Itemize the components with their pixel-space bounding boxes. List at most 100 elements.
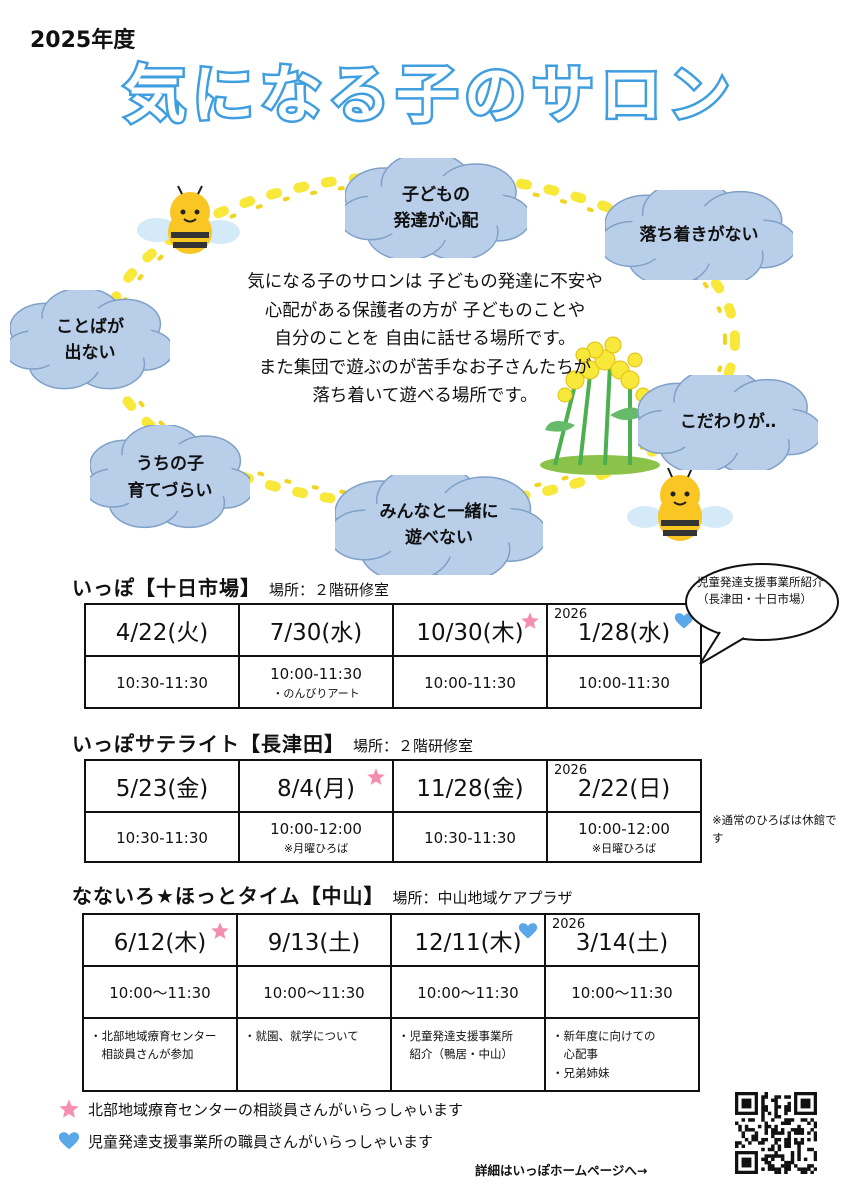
concern-cloud: こだわりが‥ xyxy=(638,375,818,470)
time-cell: 10:30-11:30 xyxy=(392,811,548,863)
concern-cloud: 子どもの 発達が心配 xyxy=(345,158,527,258)
side-note: ※通常のひろばは休館です xyxy=(712,813,837,845)
time-cell: 10:00～11:30 xyxy=(544,965,700,1019)
session-date: 8/4(月) xyxy=(277,776,355,802)
time-cell: 10:30-11:30 xyxy=(84,655,240,709)
session-date: 12/11(木) xyxy=(414,930,522,956)
session-time: 10:00～11:30 xyxy=(263,983,365,1002)
date-cell: 6/12(木) xyxy=(82,913,238,967)
section-place: 場所：２階研修室 xyxy=(269,581,390,599)
session-time: 10:00～11:30 xyxy=(109,983,211,1002)
cloud-shape xyxy=(345,158,527,258)
date-cell: 12/11(木) xyxy=(390,913,546,967)
qr-code[interactable] xyxy=(735,1092,817,1174)
homepage-link-text[interactable]: 詳細はいっぽホームページへ→ xyxy=(475,1163,648,1178)
year-label: 2026 xyxy=(552,917,586,932)
cloud-shape xyxy=(90,425,250,529)
section-title-satellite: いっぽサテライト【長津田】場所：２階研修室 xyxy=(72,728,473,757)
intro-line: 気になる子のサロンは 子どもの発達に不安や xyxy=(247,272,603,292)
rapeseed-flower-illustration xyxy=(540,336,660,475)
legend-star: 北部地域療育センターの相談員さんがいらっしゃいます xyxy=(58,1098,463,1120)
session-date: 9/13(土) xyxy=(267,930,361,956)
time-cell: 10:00～11:30 xyxy=(82,965,238,1019)
cloud-shape xyxy=(638,375,818,470)
date-cell: 11/28(金) xyxy=(392,759,548,813)
cloud-shape xyxy=(605,190,793,280)
cloud-text: 子どもの 発達が心配 xyxy=(393,184,479,231)
session-time: 10:00-12:00 xyxy=(578,819,670,838)
intro-line: また集団で遊ぶのが苦手なお子さんたちが xyxy=(258,357,592,378)
page-title-text: 気になる子のサロン xyxy=(124,58,736,131)
section-name: いっぽサテライト【長津田】 xyxy=(72,732,345,756)
session-time: 10:00-11:30 xyxy=(424,673,516,692)
star-icon xyxy=(367,768,385,785)
concern-cloud: うちの子 育てづらい xyxy=(90,425,250,530)
time-cell: 10:00-11:30・のんびりアート xyxy=(238,655,394,709)
session-date: 5/23(金) xyxy=(115,776,209,802)
session-date: 10/30(木) xyxy=(416,620,524,646)
session-date: 7/30(水) xyxy=(269,620,363,646)
legend-heart: 児童発達支援事業所の職員さんがいらっしゃいます xyxy=(58,1130,433,1152)
date-cell: 8/4(月) xyxy=(238,759,394,813)
section-place: 場所：２階研修室 xyxy=(353,737,474,755)
section-place: 場所：中山地域ケアプラザ xyxy=(392,889,573,907)
session-date: 6/12(木) xyxy=(113,930,207,956)
concern-cloud: みんなと一緒に 遊べない xyxy=(335,475,543,575)
session-date: 11/28(金) xyxy=(416,776,524,802)
intro-line: 心配がある保護者の方が 子どものことや xyxy=(264,300,586,321)
session-time: 10:30-11:30 xyxy=(424,828,516,847)
time-cell: 10:00-11:30 xyxy=(546,655,702,709)
legend-text: 北部地域療育センターの相談員さんがいらっしゃいます xyxy=(88,1100,464,1119)
year-label: 2025年度 xyxy=(30,28,136,53)
bubble-text: 児童発達支援事業所紹介（長津田・十日市場） xyxy=(697,575,824,607)
time-cell: 10:00～11:30 xyxy=(236,965,392,1019)
session-note: ※月曜ひろば xyxy=(283,841,349,855)
section-name: なないろ★ほっとタイム【中山】 xyxy=(72,884,385,908)
session-date: 3/14(土) xyxy=(575,930,669,956)
session-time: 10:00～11:30 xyxy=(571,983,673,1002)
legend-text: 児童発達支援事業所の職員さんがいらっしゃいます xyxy=(88,1132,434,1151)
time-cell: 10:00-11:30 xyxy=(392,655,548,709)
session-date: 2/22(日) xyxy=(577,776,671,802)
heart-icon xyxy=(518,923,538,939)
concern-cloud: ことばが 出ない xyxy=(10,290,170,390)
time-cell: 10:00～11:30 xyxy=(390,965,546,1019)
intro-text: 気になる子のサロンは 子どもの発達に不安や 心配がある保護者の方が 子どものこと… xyxy=(190,268,660,411)
session-detail: ・就園、就学について xyxy=(236,1016,392,1093)
cloud-shape xyxy=(10,290,170,390)
session-detail: ・北部地域療育センター 相談員さんが参加 xyxy=(82,1016,238,1093)
section-title-nanairo: なないろ★ほっとタイム【中山】場所：中山地域ケアプラザ xyxy=(72,880,573,909)
cloud-text: こだわりが‥ xyxy=(679,412,777,433)
bee-illustration xyxy=(627,467,733,541)
year-label: 2026 xyxy=(554,763,588,778)
date-cell: 10/30(木) xyxy=(392,603,548,657)
star-icon xyxy=(59,1099,79,1118)
heart-icon xyxy=(674,613,694,629)
session-detail: ・児童発達支援事業所 紹介（鴨居・中山） xyxy=(390,1016,546,1093)
star-icon xyxy=(521,612,539,629)
speech-bubble xyxy=(685,563,839,665)
time-cell: 10:00-12:00 ※日曜ひろば xyxy=(546,811,702,863)
bee-illustration xyxy=(137,185,240,254)
star-icon xyxy=(211,922,229,939)
cloud-text: ことばが 出ない xyxy=(56,316,124,363)
heart-icon xyxy=(58,1132,80,1150)
date-cell: 9/13(土) xyxy=(236,913,392,967)
session-time: 10:00-11:30 xyxy=(270,664,362,683)
session-time: 10:30-11:30 xyxy=(116,673,208,692)
page-title: 気になる子のサロン xyxy=(121,58,736,134)
session-date: 1/28(水) xyxy=(577,620,671,646)
section-name: いっぽ【十日市場】 xyxy=(72,576,261,600)
session-time: 10:00～11:30 xyxy=(417,983,519,1002)
date-cell: 4/22(火) xyxy=(84,603,240,657)
session-note: ※日曜ひろば xyxy=(591,841,657,855)
concern-cloud: 落ち着きがない xyxy=(605,190,793,280)
cloud-text: みんなと一緒に 遊べない xyxy=(379,501,499,548)
date-cell: 5/23(金) xyxy=(84,759,240,813)
time-cell: 10:00-12:00※月曜ひろば xyxy=(238,811,394,863)
session-time: 10:00-11:30 xyxy=(578,673,670,692)
